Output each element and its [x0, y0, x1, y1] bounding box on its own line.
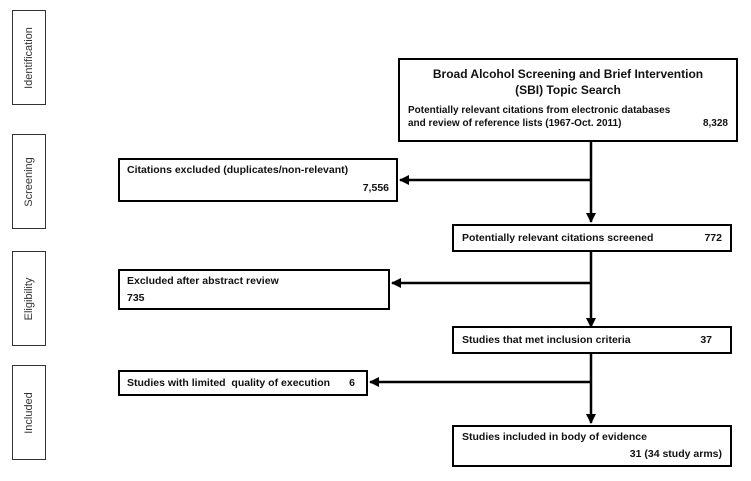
included-box: Studies included in body of evidence 31 …	[452, 425, 732, 467]
screened-label: Potentially relevant citations screened	[462, 232, 654, 244]
met-criteria-count: 37	[700, 334, 712, 346]
limited-quality-box: Studies with limited quality of executio…	[118, 370, 368, 396]
excluded-duplicates-box: Citations excluded (duplicates/non-relev…	[118, 158, 398, 202]
phase-eligibility: Eligibility	[12, 251, 46, 346]
met-criteria-box: Studies that met inclusion criteria 37	[452, 326, 732, 354]
met-criteria-label: Studies that met inclusion criteria	[462, 334, 631, 346]
phase-screening: Screening	[12, 134, 46, 229]
screened-box: Potentially relevant citations screened …	[452, 224, 732, 252]
topic-search-title: Broad Alcohol Screening and Brief Interv…	[432, 67, 704, 98]
limited-quality-count: 6	[349, 377, 355, 389]
phase-label: Included	[23, 391, 35, 434]
phase-label: Screening	[23, 156, 35, 207]
phase-label: Eligibility	[23, 277, 35, 320]
excluded-duplicates-count: 7,556	[362, 181, 389, 194]
excluded-abstract-count: 735	[127, 291, 145, 304]
limited-quality-label: Studies with limited quality of executio…	[127, 377, 331, 389]
included-count: 31 (34 study arms)	[629, 447, 722, 460]
phase-identification: Identification	[12, 10, 46, 105]
included-label: Studies included in body of evidence	[462, 431, 647, 443]
excluded-abstract-box: Excluded after abstract review 735	[118, 269, 390, 310]
excluded-abstract-label: Excluded after abstract review	[127, 275, 279, 287]
topic-search-box: Broad Alcohol Screening and Brief Interv…	[398, 58, 738, 142]
topic-search-count: 8,328	[702, 118, 728, 130]
phase-included: Included	[12, 365, 46, 460]
topic-search-description: Potentially relevant citations from elec…	[408, 105, 728, 130]
screened-count: 772	[704, 232, 722, 244]
phase-label: Identification	[23, 26, 35, 89]
excluded-duplicates-label: Citations excluded (duplicates/non-relev…	[127, 164, 349, 176]
